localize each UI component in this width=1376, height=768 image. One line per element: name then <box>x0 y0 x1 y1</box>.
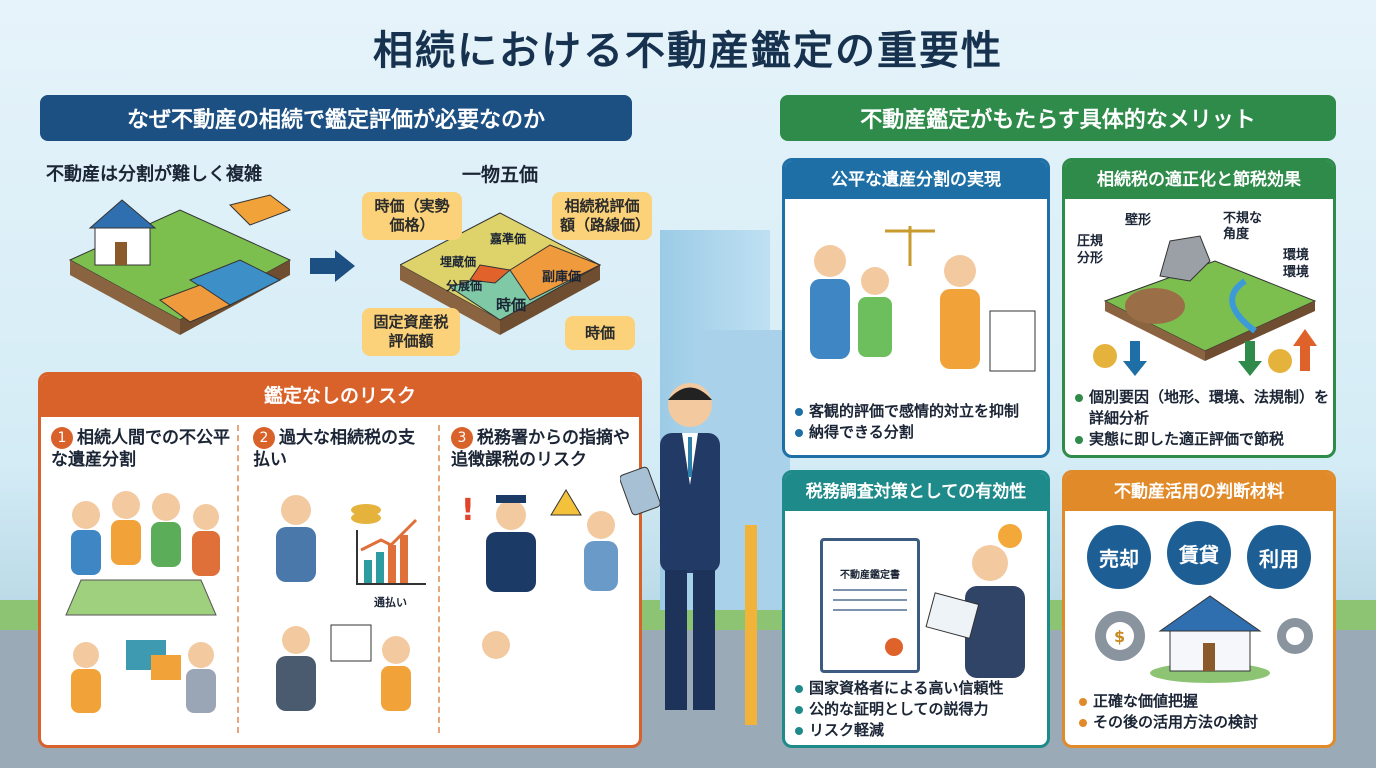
terrain-label: 環境環境 <box>1283 248 1310 280</box>
bullet-item: 納得できる分割 <box>795 422 1019 443</box>
risk-title: 過大な相続税の支払い <box>253 428 415 470</box>
option-rent: 賃貸 <box>1167 521 1231 585</box>
option-sell: 売却 <box>1087 525 1151 589</box>
price-tag: 相続税評価額（路線価） <box>552 192 652 240</box>
tile-label: 嘉準価 <box>490 232 527 246</box>
price-tag: 時価（実勢価格） <box>362 192 462 240</box>
tax-payment-illustration <box>276 495 426 711</box>
audit-header: 税務調査対策としての有効性 <box>785 473 1047 511</box>
svg-text:!: ! <box>461 493 475 528</box>
complex-label: 不動産は分割が難しく複雑 <box>46 164 262 185</box>
option-use: 利用 <box>1247 525 1311 589</box>
appraiser-illustration <box>925 524 1025 678</box>
tile-label: 時価 <box>496 296 527 314</box>
bullet-item: 国家資格者による高い信頼性 <box>795 678 1004 699</box>
utilization-panel: 不動産活用の判断材料 売却 賃貸 利用 $ 正確な価値把握 その後の活用方法の検… <box>1062 470 1336 748</box>
tax-header: 相続税の適正化と節税効果 <box>1065 161 1333 199</box>
risk-header: 鑑定なしのリスク <box>41 375 639 417</box>
arrow-right-icon <box>310 250 355 282</box>
risk-title: 相続人間での不公平な遺産分割 <box>51 428 230 470</box>
bullet-item: 客観的評価で感情的対立を抑制 <box>795 401 1019 422</box>
puzzle-house-illustration <box>68 194 292 335</box>
bullet-item: リスク軽減 <box>795 720 1004 741</box>
option-label: 売却 <box>1099 546 1139 571</box>
bullet-item: その後の活用方法の検討 <box>1079 712 1258 733</box>
fair-header: 公平な遺産分割の実現 <box>785 161 1047 199</box>
risk-title: 税務署からの指摘や追徴課税のリスク <box>451 428 630 470</box>
price-tag: 時価 <box>565 316 635 350</box>
tax-audit-panel: 税務調査対策としての有効性 不動産鑑定書 国家資格者による高い信頼性 公的な証明… <box>782 470 1050 748</box>
fair-division-panel: 公平な遺産分割の実現 客観的評価で感情的対立を抑制 納得できる分割 <box>782 158 1050 458</box>
bullet-item: 個別要因（地形、環境、法規制）を詳細分析 <box>1075 387 1333 429</box>
chart-label: 通払い <box>374 596 407 609</box>
house-gears-illustration: $ <box>1095 595 1313 683</box>
terrain-label: 壁形 <box>1125 213 1152 228</box>
page-title: 相続における不動産鑑定の重要性 <box>373 28 1003 74</box>
svg-text:$: $ <box>1114 627 1125 646</box>
tile-label: 副庫価 <box>542 270 582 285</box>
ichibutsu-label: 一物五価 <box>462 164 539 186</box>
family-map-illustration <box>65 491 220 713</box>
terrain-illustration <box>1093 235 1317 376</box>
appraiser-figure <box>620 383 757 725</box>
appraisal-document: 不動産鑑定書 <box>820 538 920 673</box>
terrain-label: 不規な角度 <box>1223 211 1263 242</box>
handshake-scales-illustration <box>810 226 1036 372</box>
document-title: 不動産鑑定書 <box>840 570 900 581</box>
price-tag: 固定資産税評価額 <box>362 308 460 356</box>
number-badge: 1 <box>51 427 73 449</box>
bullet-item: 実態に即した適正評価で節税 <box>1075 429 1333 450</box>
tax-optimization-panel: 相続税の適正化と節税効果 壁形 不規な角度 圧規分形 環境環境 個別要因（地形、… <box>1062 158 1336 458</box>
tax-office-illustration: ! <box>461 489 618 659</box>
option-label: 利用 <box>1259 546 1299 571</box>
left-section-header: なぜ不動産の相続で鑑定評価が必要なのか <box>40 95 632 141</box>
tile-label: 埋蔵価 <box>440 255 477 269</box>
terrain-label: 圧規分形 <box>1077 234 1104 266</box>
right-section-header: 不動産鑑定がもたらす具体的なメリット <box>780 95 1336 141</box>
number-badge: 2 <box>253 427 275 449</box>
bullet-item: 正確な価値把握 <box>1079 691 1258 712</box>
number-badge: 3 <box>451 427 473 449</box>
option-label: 賃貸 <box>1179 542 1219 567</box>
use-header: 不動産活用の判断材料 <box>1065 473 1333 511</box>
tile-label: 分展価 <box>446 279 483 293</box>
bullet-item: 公的な証明としての説得力 <box>795 699 1004 720</box>
